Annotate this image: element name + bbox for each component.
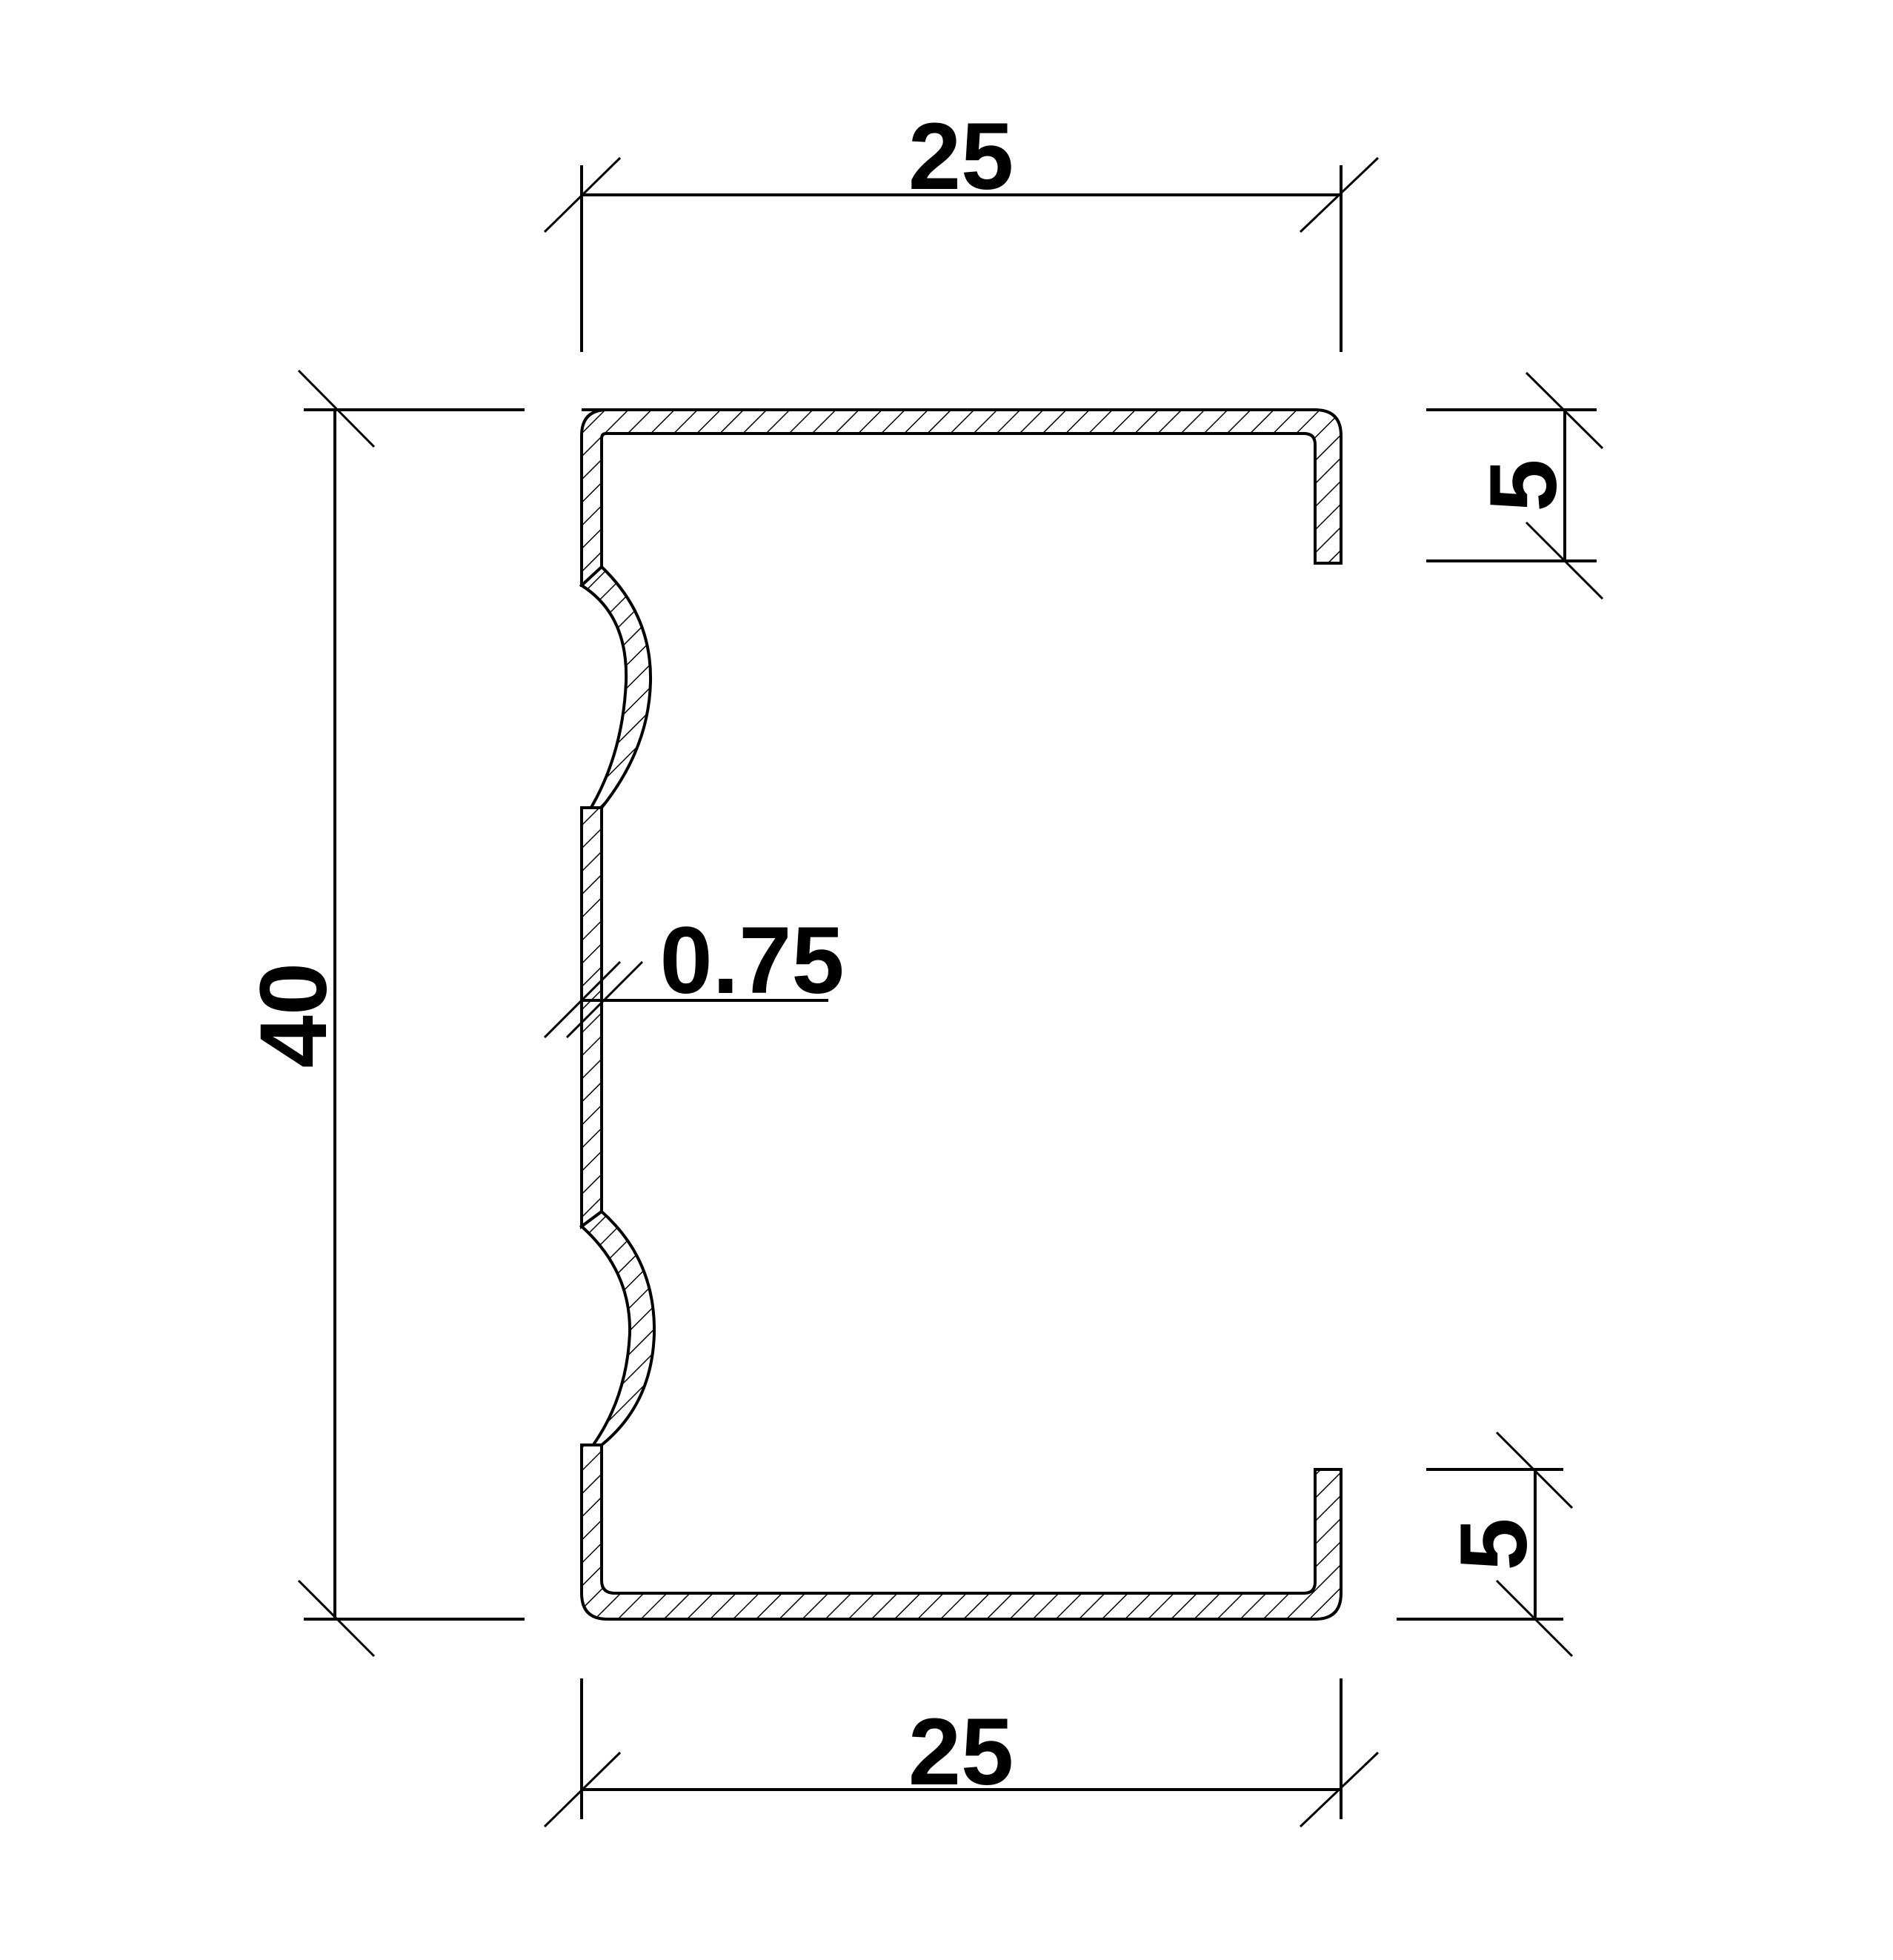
bottom-width-label: 25	[908, 1699, 1014, 1805]
bottom-width-tick-right	[1299, 1751, 1380, 1828]
bottom-lip-label: 5	[1441, 1518, 1547, 1570]
thickness-tick-inner	[565, 960, 644, 1039]
top-width-tick-right	[1299, 156, 1380, 233]
height-dimension: 40	[241, 369, 525, 1658]
height-tick-top	[297, 369, 376, 448]
lower-web-stiffener	[579, 1209, 656, 1461]
thickness-dimension: 0.75	[543, 908, 845, 1039]
bottom-lip-tick-top	[1495, 1431, 1574, 1509]
top-lip-label: 5	[1471, 459, 1577, 511]
bottom-flange	[580, 1444, 1343, 1621]
top-lip-tick-top	[1525, 371, 1604, 450]
top-width-dimension: 25	[543, 104, 1380, 352]
top-flange	[580, 408, 1343, 587]
height-tick-bottom	[297, 1579, 376, 1658]
web-middle	[580, 806, 603, 1229]
top-lip-dimension: 5	[1426, 371, 1604, 600]
thickness-label: 0.75	[659, 908, 844, 1014]
channel-section	[579, 408, 1343, 1621]
height-label: 40	[241, 963, 347, 1068]
bottom-width-tick-left	[543, 1751, 622, 1828]
top-lip-tick-bottom	[1525, 521, 1604, 600]
upper-web-stiffener	[579, 565, 653, 824]
top-width-label: 25	[908, 104, 1014, 210]
thickness-tick-outer	[543, 960, 622, 1039]
top-width-tick-left	[543, 156, 622, 233]
bottom-width-dimension: 25	[543, 1678, 1380, 1828]
bottom-lip-tick-bottom	[1495, 1579, 1574, 1658]
bottom-lip-dimension: 5	[1397, 1431, 1574, 1658]
